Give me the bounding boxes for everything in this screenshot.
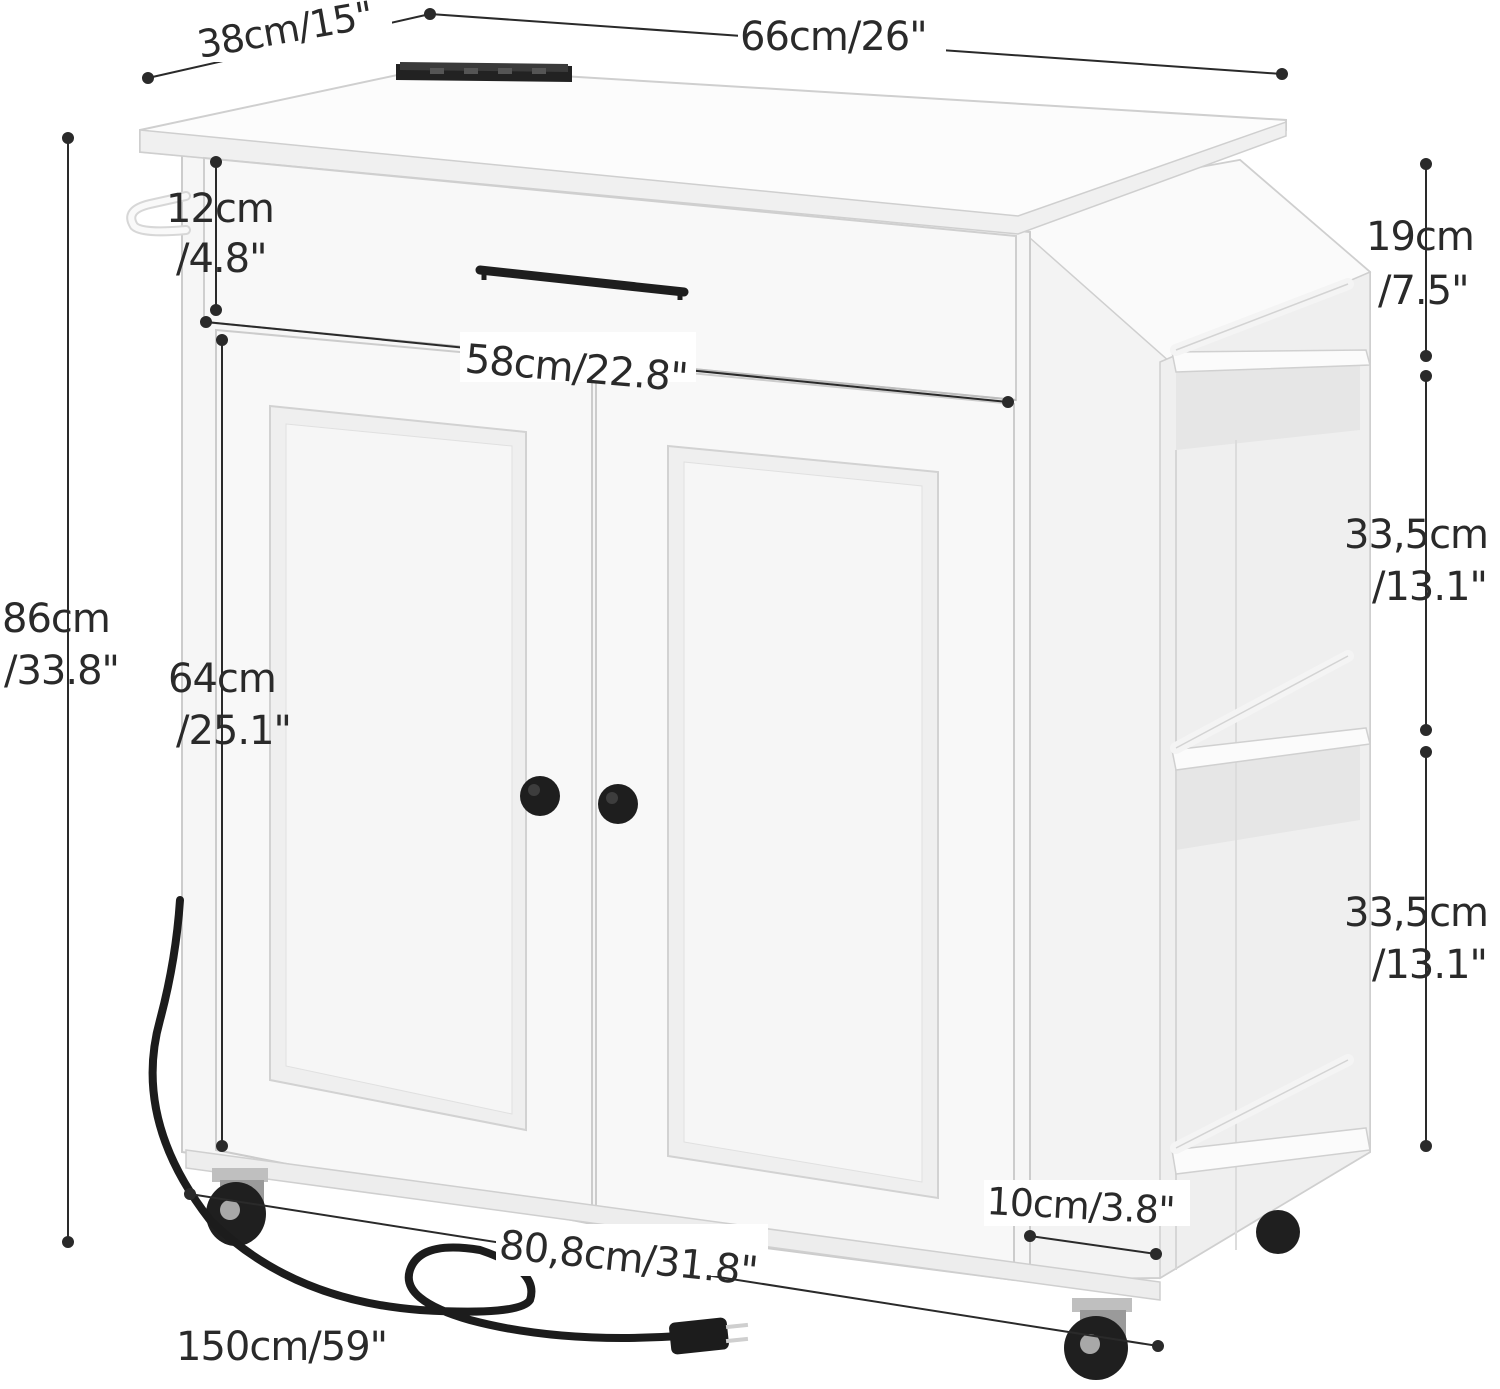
- cabinet-height-in-label: /25.1": [176, 708, 291, 754]
- side-bottom-in-label: /13.1": [1372, 942, 1487, 988]
- side-shelf-unit: [1017, 158, 1372, 1282]
- width-label: 66cm/26": [740, 14, 927, 60]
- kitchen-cart: [126, 62, 1372, 1380]
- side-top-in-label: /7.5": [1378, 268, 1469, 314]
- right-door-knob: [598, 784, 638, 824]
- caster-back-right: [1256, 1210, 1300, 1254]
- cabinet-height-cm-label: 64cm: [168, 656, 276, 702]
- side-top-cm-label: 19cm: [1366, 214, 1474, 260]
- power-cord: [148, 896, 749, 1355]
- drawer-handle: [475, 265, 689, 300]
- power-strip: [396, 62, 572, 82]
- left-door-knob: [520, 776, 560, 816]
- left-door: [215, 328, 593, 1226]
- side-shelf-3: [1171, 1127, 1371, 1175]
- dimension-lines: [62, 8, 1432, 1352]
- dimension-labels: 38cm/15" 66cm/26" 86cm /33.8" 12cm /4.8"…: [2, 0, 1489, 1370]
- total-height-in-label: /33.8": [4, 648, 119, 694]
- right-door: [595, 362, 1015, 1282]
- side-middle-in-label: /13.1": [1372, 564, 1487, 610]
- drawer-height-cm-label: 12cm: [166, 186, 274, 232]
- label-backgrounds: [196, 6, 1190, 1276]
- side-shelf-1: [1171, 349, 1371, 373]
- side-depth-label: 10cm/3.8": [986, 1179, 1176, 1233]
- caster-front-right: [1064, 1298, 1132, 1380]
- plug: [669, 1317, 729, 1355]
- towel-bar: [126, 191, 191, 237]
- side-bottom-cm-label: 33,5cm: [1344, 890, 1488, 936]
- cord-length-label: 150cm/59": [176, 1324, 387, 1370]
- side-shelf-2: [1171, 727, 1371, 771]
- caster-front-left: [206, 1168, 268, 1246]
- side-middle-cm-label: 33,5cm: [1344, 512, 1488, 558]
- drawer-height-in-label: /4.8": [176, 236, 267, 282]
- total-height-cm-label: 86cm: [2, 596, 110, 642]
